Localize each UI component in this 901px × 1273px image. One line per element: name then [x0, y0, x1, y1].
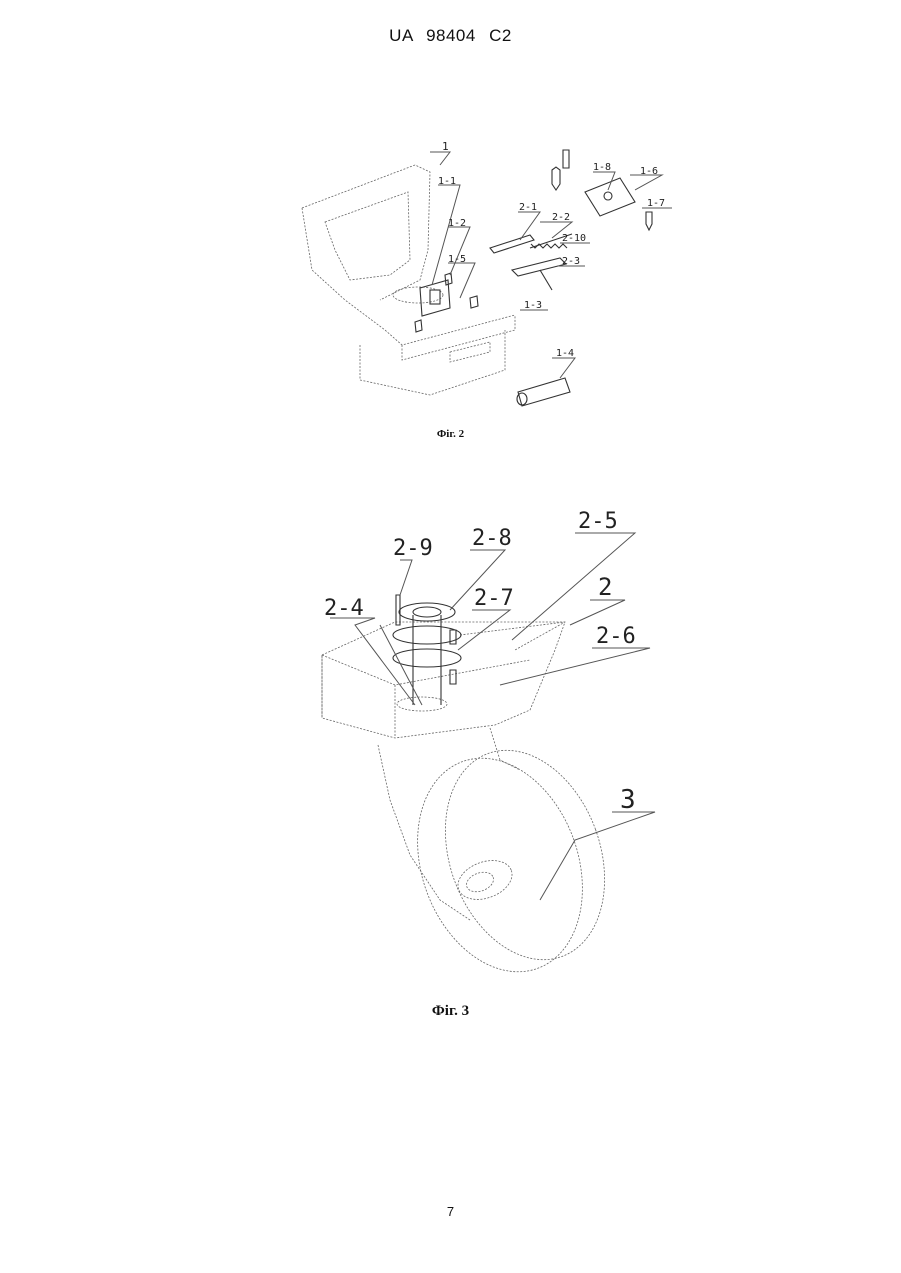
fig2-label: 1-4	[556, 348, 574, 359]
caster-fork-and-wheel	[378, 728, 632, 980]
figure-2-caption: Фіг. 2	[0, 428, 901, 440]
fig2-label: 1-5	[448, 254, 466, 265]
fig3-label: 2-8	[472, 526, 512, 551]
fig2-label: 2-2	[552, 212, 570, 223]
patent-header: UA 98404 C2	[0, 26, 901, 46]
fig2-label: 1-8	[593, 162, 611, 173]
fig3-label: 2-9	[393, 536, 433, 561]
figure-3-caption: Фіг. 3	[0, 1003, 901, 1020]
fig2-label: 1-3	[524, 300, 542, 311]
fig2-label: 1-6	[640, 166, 658, 177]
fig2-label: 2-3	[562, 256, 580, 267]
fig3-label: 2-6	[596, 624, 636, 649]
page-number: 7	[0, 1204, 901, 1219]
fig2-label: 1-2	[448, 218, 466, 229]
fig3-label: 2-5	[578, 509, 618, 534]
loose-parts	[490, 150, 652, 406]
caster-base	[322, 622, 565, 738]
figure-2-drawing: 1 1-1 1-2 1-5 1-3 1-4 1-8 1-6 1-7 2-1 2-…	[290, 130, 710, 420]
fig3-label: 2-4	[324, 596, 364, 621]
fig2-label: 1-7	[647, 198, 665, 209]
fig3-label: 2-7	[474, 586, 514, 611]
fig3-part-labels: 2-9 2-8 2-5 2-7 2-4 2 2-6 3	[324, 509, 636, 815]
fig2-leader-lines	[430, 152, 672, 378]
fig3-label: 3	[620, 785, 636, 815]
fig2-label: 2-1	[519, 202, 537, 213]
fig2-label: 2-10	[562, 233, 586, 244]
fig3-label: 2	[598, 573, 612, 601]
fig2-label: 1	[442, 140, 449, 153]
figure-3-drawing: 2-9 2-8 2-5 2-7 2-4 2 2-6 3	[300, 500, 680, 980]
fig2-label: 1-1	[438, 176, 456, 187]
seat-body	[302, 165, 515, 395]
